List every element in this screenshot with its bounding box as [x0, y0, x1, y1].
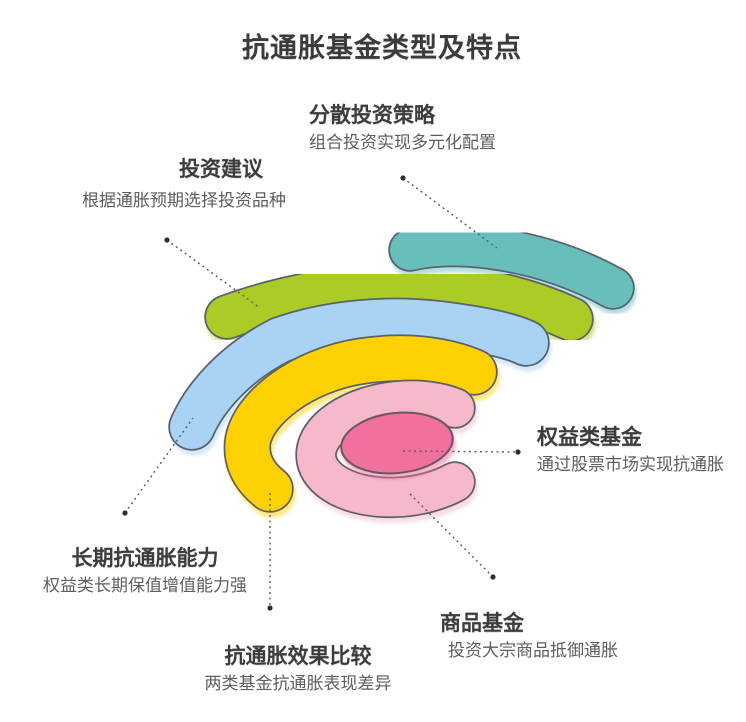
connector-strategy-teal	[400, 175, 498, 249]
connector-equity-ellipse	[402, 449, 521, 455]
connector-compare-yellow	[267, 493, 273, 611]
label-effect-comparison: 抗通胀效果比较 两类基金抗通胀表现差异	[205, 644, 392, 695]
label-commodity-funds: 商品基金 投资大宗商品抵御通胀	[440, 611, 618, 662]
label-investment-advice-title: 投资建议	[179, 158, 263, 181]
green-arc	[204, 262, 594, 342]
teal-arc	[388, 223, 635, 310]
label-investment-advice-subtitle: 根据通胀预期选择投资品种	[82, 191, 286, 210]
connector-advice-green	[164, 237, 261, 309]
label-subtitle: 组合投资实现多元化配置	[309, 133, 496, 152]
pink-arc	[295, 379, 476, 519]
label-equity-funds: 权益类基金 通过股票市场实现抗通胀	[537, 425, 724, 476]
label-title: 商品基金	[440, 612, 524, 635]
connector-longterm-blue	[122, 417, 194, 516]
center-ellipse	[340, 411, 454, 475]
label-title: 抗通胀效果比较	[224, 645, 372, 668]
label-subtitle: 两类基金抗通胀表现差异	[204, 674, 392, 693]
yellow-arc	[223, 334, 498, 513]
label-subtitle: 通过股票市场实现抗通胀	[537, 455, 724, 474]
label-subtitle: 权益类长期保值增值能力强	[43, 576, 247, 595]
connector-commodity-pink	[409, 493, 496, 580]
label-title: 权益类基金	[537, 426, 642, 449]
blue-arc	[168, 297, 550, 451]
label-subtitle: 投资大宗商品抵御通胀	[448, 641, 618, 660]
label-longterm-ability: 长期抗通胀能力 权益类长期保值增值能力强	[43, 546, 247, 597]
label-title: 长期抗通胀能力	[71, 547, 219, 570]
page-title: 抗通胀基金类型及特点	[242, 33, 522, 63]
label-diversification-strategy: 分散投资策略 组合投资实现多元化配置	[309, 103, 496, 154]
label-title: 分散投资策略	[309, 104, 435, 127]
